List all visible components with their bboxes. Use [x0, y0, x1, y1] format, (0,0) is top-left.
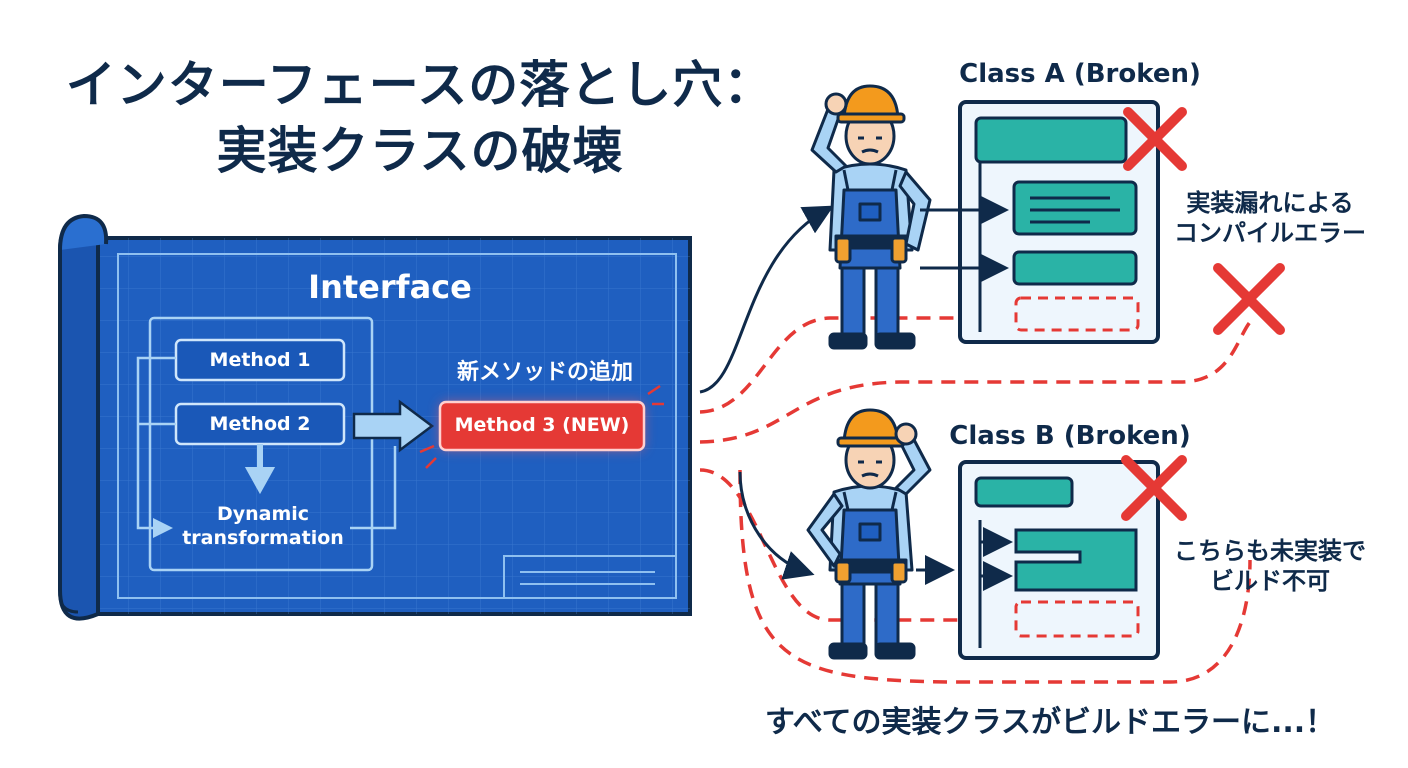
class-a-error-line-1: 実装漏れによる [1186, 189, 1354, 217]
dynamic-label-line-2: transformation [182, 526, 344, 549]
method-3-new-box[interactable] [438, 400, 646, 452]
connector-down-arrow [244, 444, 276, 495]
method-1-label: Method 1 [209, 349, 311, 371]
worker-b-figure [806, 408, 932, 660]
method-1-box[interactable] [174, 338, 346, 382]
class-b-error-line-2: ビルド不可 [1210, 567, 1330, 595]
arrow-to-class-a [699, 205, 834, 394]
error-x-icon-class-a [1123, 107, 1187, 171]
interface-heading: Interface [308, 268, 472, 306]
class-b-document [958, 460, 1160, 660]
method-3-label: Method 3 (NEW) [454, 414, 630, 436]
error-x-icon-middle [1213, 263, 1285, 335]
add-method-arrow [352, 399, 435, 453]
dynamic-label-line-1: Dynamic [216, 503, 310, 525]
arrow-to-class-b [738, 471, 815, 580]
page-title-line-1: インターフェースの落とし穴： [65, 56, 775, 114]
class-a-document [958, 100, 1160, 344]
error-x-icon-class-b [1121, 455, 1187, 521]
class-b-error-line-1: こちらも未実装で [1174, 537, 1366, 565]
page-title-line-2: 実装クラスの破壊 [216, 122, 624, 180]
dynamic-transformation-label: Dynamic transformation [168, 503, 358, 551]
class-a-title: Class A (Broken) [959, 59, 1201, 89]
connector-right-loop [350, 446, 397, 530]
class-a-error-note: 実装漏れによる コンパイルエラー [1150, 188, 1390, 248]
method-2-label: Method 2 [209, 413, 311, 435]
connector-left-bracket [136, 356, 176, 538]
new-method-caption: 新メソッドの追加 [456, 360, 633, 385]
class-b-error-note: こちらも未実装で ビルド不可 [1160, 536, 1380, 596]
interface-frame [148, 316, 374, 572]
worker-a-figure [810, 84, 932, 350]
footer-warning: すべての実装クラスがビルドエラーに...！ [764, 705, 1336, 740]
spark-marks [419, 384, 664, 469]
class-b-title: Class B (Broken) [949, 421, 1191, 451]
error-propagation-lines [699, 300, 1252, 684]
class-a-error-line-2: コンパイルエラー [1174, 219, 1366, 247]
